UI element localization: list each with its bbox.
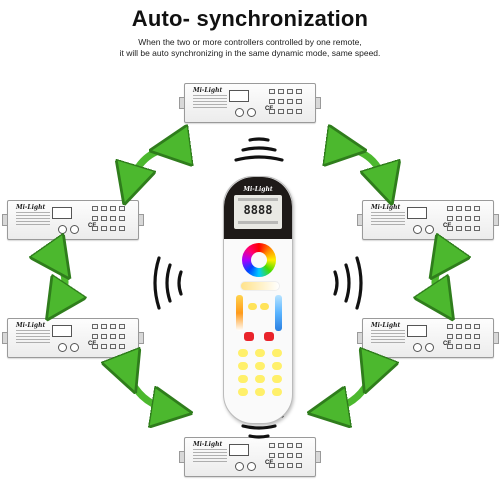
arrow-bottom-right bbox=[328, 374, 372, 410]
white-temperature-slider bbox=[240, 281, 280, 291]
remote-brand: Mi-Light bbox=[243, 186, 273, 193]
warm-strip bbox=[236, 295, 243, 331]
signal-waves-top bbox=[234, 137, 284, 162]
controller-left-lower: Mi-Light CE bbox=[2, 318, 144, 358]
controller-display bbox=[52, 325, 72, 337]
bulb-icon bbox=[425, 343, 434, 352]
signal-waves-right bbox=[333, 256, 363, 310]
controller-brand: Mi-Light bbox=[371, 322, 401, 329]
cool-strip bbox=[275, 295, 282, 331]
color-wheel bbox=[242, 243, 276, 277]
bulb-icon bbox=[413, 225, 422, 234]
terminal-block bbox=[92, 206, 132, 234]
controller-top: Mi-Light CE bbox=[179, 83, 321, 123]
controller-spec-text bbox=[16, 212, 50, 226]
terminal-block bbox=[447, 324, 487, 352]
terminal-block bbox=[269, 89, 309, 117]
page-subtitle: When the two or more controllers control… bbox=[0, 37, 500, 59]
bulb-icon bbox=[413, 343, 422, 352]
controller-right-lower: Mi-Light CE bbox=[357, 318, 499, 358]
signal-waves-left bbox=[153, 256, 183, 310]
bulb-icon bbox=[70, 343, 79, 352]
controller-brand: Mi-Light bbox=[16, 204, 46, 211]
controller-spec-text bbox=[371, 330, 405, 344]
bulb-icon bbox=[247, 108, 256, 117]
terminal-block bbox=[269, 443, 309, 471]
bulb-icon bbox=[58, 343, 67, 352]
page-title: Auto- synchronization bbox=[131, 6, 369, 31]
on-button bbox=[244, 332, 254, 341]
controller-display bbox=[229, 444, 249, 456]
terminal-block bbox=[92, 324, 132, 352]
bulb-icon bbox=[247, 462, 256, 471]
subtitle-line-2: it will be auto synchronizing in the sam… bbox=[119, 48, 381, 58]
controller-spec-text bbox=[16, 330, 50, 344]
arrow-bottom-left bbox=[128, 374, 172, 410]
controller-spec-text bbox=[371, 212, 405, 226]
controller-spec-text bbox=[193, 449, 227, 463]
mode-button bbox=[248, 303, 257, 310]
controller-left-upper: Mi-Light CE bbox=[2, 200, 144, 240]
arrow-top-right bbox=[346, 148, 386, 185]
remote-head: Mi-Light 8888 bbox=[224, 177, 292, 239]
remote-control: Mi-Light 8888 bbox=[223, 176, 293, 424]
subtitle-line-1: When the two or more controllers control… bbox=[138, 37, 362, 47]
bulb-icon bbox=[70, 225, 79, 234]
arrow-left bbox=[58, 262, 65, 303]
controller-brand: Mi-Light bbox=[16, 322, 46, 329]
bulb-icon bbox=[235, 108, 244, 117]
speed-button bbox=[260, 303, 269, 310]
controller-display bbox=[52, 207, 72, 219]
controller-display bbox=[407, 207, 427, 219]
terminal-block bbox=[447, 206, 487, 234]
controller-brand: Mi-Light bbox=[371, 204, 401, 211]
lcd-digits: 8888 bbox=[243, 203, 273, 217]
controller-display bbox=[407, 325, 427, 337]
bulb-icon bbox=[425, 225, 434, 234]
controller-bottom: Mi-Light CE bbox=[179, 437, 321, 477]
remote-lcd: 8888 bbox=[234, 195, 282, 229]
arrow-top-left bbox=[130, 148, 170, 185]
bulb-icon bbox=[235, 462, 244, 471]
controller-spec-text bbox=[193, 95, 227, 109]
off-button bbox=[264, 332, 274, 341]
bulb-icon bbox=[58, 225, 67, 234]
controller-right-upper: Mi-Light CE bbox=[357, 200, 499, 240]
arrow-right bbox=[435, 262, 442, 303]
controller-brand: Mi-Light bbox=[193, 441, 223, 448]
controller-display bbox=[229, 90, 249, 102]
controller-brand: Mi-Light bbox=[193, 87, 223, 94]
